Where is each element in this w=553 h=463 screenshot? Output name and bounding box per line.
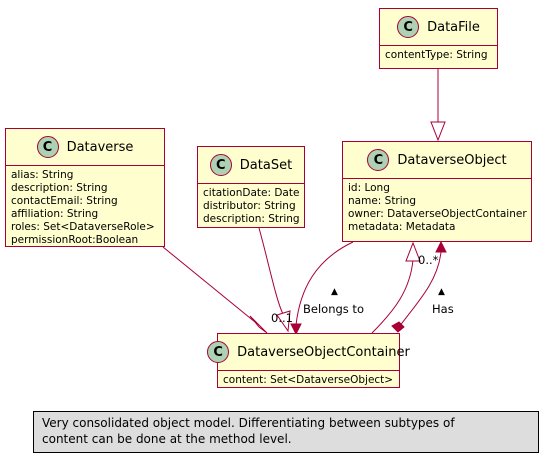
class-header: C DataFile — [380, 9, 497, 46]
class-attribute: distributor: String — [203, 200, 296, 212]
class-attribute: owner: DataverseObjectContainer — [348, 208, 527, 220]
class-badge-icon: C — [367, 149, 390, 171]
class-attribute: citationDate: Date — [203, 187, 300, 199]
class-name: DataverseObject — [397, 152, 507, 168]
note-line: Very consolidated object model. Differen… — [42, 416, 455, 430]
association-arrowhead — [435, 240, 447, 253]
class-attribute: name: String — [348, 195, 416, 207]
edge-has-composition — [397, 251, 442, 329]
class-attributes: content: Set<DataverseObject> — [218, 371, 399, 391]
class-attribute: roles: Set<DataverseRole> — [11, 221, 155, 233]
class-attribute: content: Set<DataverseObject> — [223, 374, 394, 386]
class-dataverse: C Dataverse alias: String description: S… — [5, 128, 165, 247]
class-attribute: contactEmail: String — [11, 195, 118, 207]
generalization-arrowhead — [430, 121, 446, 142]
class-name: Dataverse — [66, 139, 134, 155]
class-attributes: id: Long name: String owner: DataverseOb… — [343, 179, 531, 238]
class-header: C DataSet — [198, 147, 304, 184]
class-dataset: C DataSet citationDate: Date distributor… — [197, 146, 305, 228]
class-attribute: id: Long — [348, 182, 390, 194]
class-datafile: C DataFile contentType: String — [379, 8, 498, 69]
generalization-arrowhead — [249, 315, 268, 334]
class-name: DataFile — [427, 19, 480, 35]
diagram-note: Very consolidated object model. Differen… — [33, 411, 539, 453]
class-attribute: affiliation: String — [11, 208, 99, 220]
class-header: C DataverseObjectContainer — [207, 334, 410, 371]
class-name: DataSet — [239, 157, 293, 173]
direction-marker: ▲ — [331, 287, 338, 297]
class-attribute: description: String — [203, 213, 300, 225]
class-badge-icon: C — [207, 341, 230, 363]
class-dataverse-object-container: C DataverseObjectContainer content: Set<… — [207, 333, 410, 391]
class-attribute: alias: String — [11, 169, 74, 181]
class-badge-icon: C — [209, 154, 232, 176]
edge-label-belongs-to: Belongs to — [303, 302, 364, 316]
generalization-arrowhead — [276, 310, 291, 333]
edge-label-has: Has — [432, 302, 454, 316]
class-attribute: description: String — [11, 182, 108, 194]
note-line: content can be done at the method level. — [42, 432, 292, 446]
composition-diamond — [391, 321, 405, 333]
edge-dataverse-generalization — [162, 246, 256, 323]
edge-dataset-generalization — [258, 227, 284, 315]
direction-marker: ▲ — [438, 287, 445, 297]
class-attributes: alias: String description: String contac… — [6, 166, 164, 251]
class-badge-icon: C — [397, 16, 420, 38]
multiplicity-label: 0..* — [418, 253, 439, 267]
class-badge-icon: C — [36, 136, 59, 158]
class-dataverse-object: C DataverseObject id: Long name: String … — [342, 141, 532, 242]
class-header: C Dataverse — [6, 129, 164, 166]
class-attribute: permissionRoot:Boolean — [11, 234, 139, 246]
class-header: C DataverseObject — [343, 142, 531, 179]
class-name: DataverseObjectContainer — [237, 344, 410, 360]
multiplicity-label: 0..1 — [271, 311, 293, 325]
class-attribute: contentType: String — [385, 49, 488, 61]
class-attributes: citationDate: Date distributor: String d… — [198, 184, 304, 230]
edge-belongs-to — [295, 241, 354, 326]
class-attributes: contentType: String — [380, 46, 497, 66]
edge-container-generalization — [371, 259, 414, 334]
class-attribute: metadata: Metadata — [348, 221, 456, 233]
generalization-arrowhead — [405, 241, 421, 262]
association-arrowhead — [290, 323, 302, 336]
